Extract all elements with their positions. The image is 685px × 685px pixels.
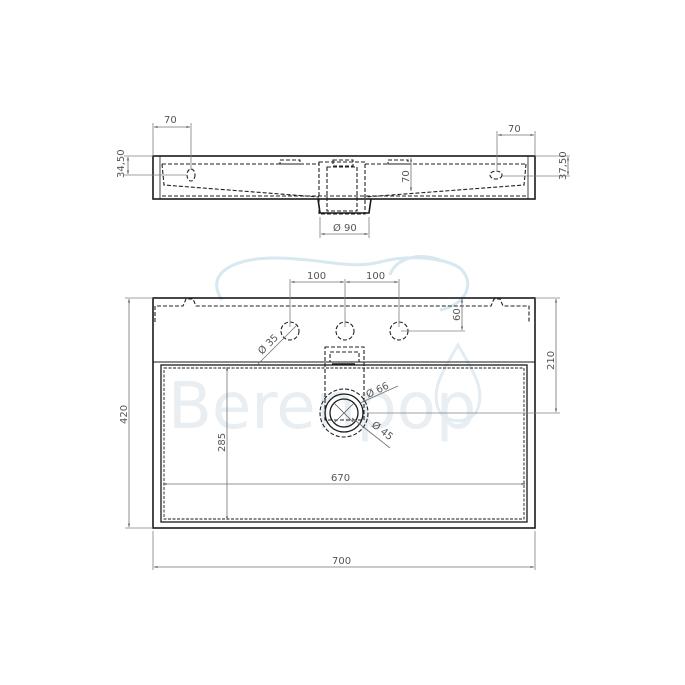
dim-total-width-700: 700 (332, 556, 351, 567)
basin-outline (160, 364, 528, 523)
dim-top-left-70: 70 (164, 115, 177, 126)
watermark: Berenpop (168, 255, 482, 444)
dim-tap-spacing-right: 100 (366, 271, 385, 282)
dim-tap-spacing-left: 100 (307, 271, 326, 282)
dim-basin-depth-285: 285 (217, 433, 228, 452)
dim-tap-hole-offset-60: 60 (452, 308, 463, 321)
watermark-drop-icon (434, 342, 482, 423)
left-hole-icon (186, 168, 196, 182)
dim-right-hole-height: 37,50 (558, 151, 569, 180)
dim-total-depth-420: 420 (119, 405, 130, 424)
top-drain-outlet (317, 198, 372, 214)
watermark-swirl-icon (215, 256, 470, 312)
dim-drain-height-210: 210 (546, 351, 557, 370)
dim-drain-diameter-90: Ø 90 (333, 222, 357, 234)
top-view-outline (152, 155, 536, 200)
dim-basin-depth-70: 70 (401, 170, 412, 183)
watermark-text: Berenpop (168, 370, 477, 444)
dim-left-hole-height: 34,50 (116, 149, 127, 178)
dim-basin-width-670: 670 (331, 473, 350, 484)
dim-top-right-70: 70 (508, 124, 521, 135)
top-view: 70 70 34,50 37,50 70 Ø 90 (116, 115, 570, 238)
right-hole-icon (489, 170, 503, 180)
plan-view: 100 100 60 Ø 35 Ø 66 Ø 45 210 420 285 67… (119, 271, 560, 570)
